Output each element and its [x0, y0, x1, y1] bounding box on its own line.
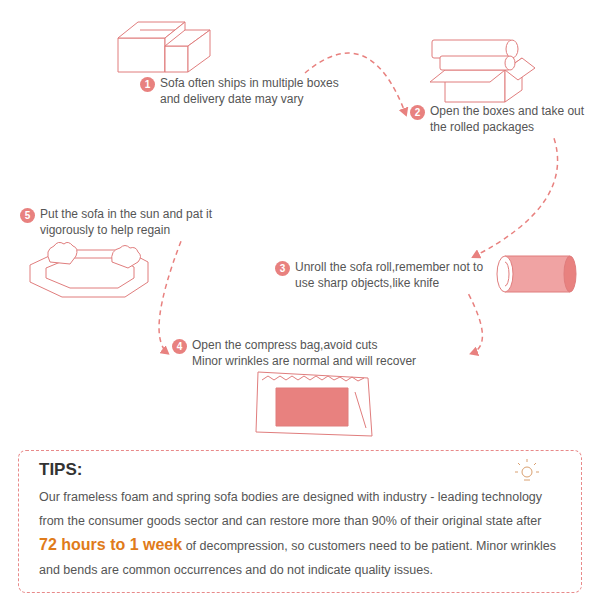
step-text: Put the sofa in the sun and pat it vigor…	[40, 207, 250, 238]
step-description: Open the boxes and take out the rolled p…	[430, 104, 590, 135]
shipping-boxes	[118, 22, 210, 72]
step-description: Unroll the sofa roll,remember not to use…	[295, 260, 495, 291]
dashed-arrow	[469, 294, 483, 353]
sofa-roll	[497, 256, 576, 292]
step-node: 1 Sofa often ships in multiple boxes and …	[140, 76, 360, 107]
tips-heading: TIPS:	[39, 459, 561, 481]
callout-number: 2	[410, 105, 425, 120]
tips-text: Our frameless foam and spring sofa bodie…	[39, 490, 542, 528]
callout-number: 1	[140, 77, 155, 92]
step-description: Put the sofa in the sun and pat it vigor…	[40, 207, 250, 238]
callout-number: 5	[20, 208, 35, 223]
bulb-icon	[515, 459, 539, 480]
step-text: Unroll the sofa roll,remember not to use…	[295, 260, 495, 291]
dashed-arrow	[159, 241, 181, 353]
open-box-rolls	[430, 40, 535, 102]
step-node: 3 Unroll the sofa roll,remember not to us…	[275, 260, 495, 291]
step-text: Sofa often ships in multiple boxes and d…	[160, 76, 360, 107]
step-description: Sofa often ships in multiple boxes and d…	[160, 76, 360, 107]
step-description: Open the compress bag,avoid cuts	[192, 338, 467, 354]
tips-box: TIPS: Our frameless foam and spring sofa …	[18, 450, 582, 593]
step-node: 2 Open the boxes and take out the rolled …	[410, 104, 590, 135]
dashed-arrow	[473, 138, 558, 257]
step-node: 5 Put the sofa in the sun and pat it vigo…	[20, 207, 250, 238]
step-text: Open the boxes and take out the rolled p…	[430, 104, 590, 135]
callout-number: 4	[172, 339, 187, 354]
callout-number: 3	[275, 261, 290, 276]
compress-bag	[256, 372, 372, 436]
step-text: Open the compress bag,avoid cutsMinor wr…	[192, 338, 467, 369]
sofa-top-view	[30, 242, 148, 297]
highlight-text: 72 hours to 1 week	[39, 536, 182, 553]
step-description: Minor wrinkles are normal and will recov…	[192, 354, 467, 370]
step-node: 4 Open the compress bag,avoid cutsMinor w…	[172, 338, 467, 369]
tips-paragraph: Our frameless foam and spring sofa bodie…	[39, 485, 561, 582]
